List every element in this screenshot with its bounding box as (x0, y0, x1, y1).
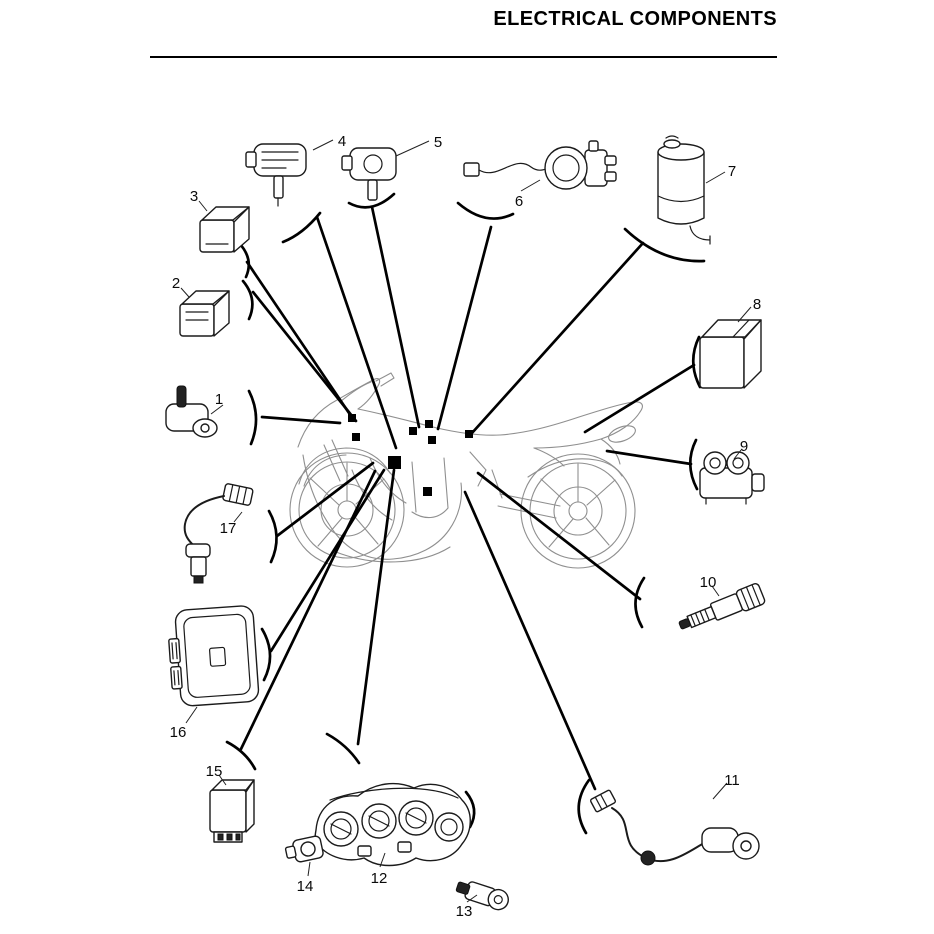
component-label-10: 10 (700, 574, 717, 591)
component-label-8: 8 (753, 296, 761, 313)
component-11-part (590, 789, 760, 866)
component-1-part (165, 385, 218, 438)
component-12-part (314, 782, 471, 867)
component-15-part (209, 779, 255, 843)
label-ticks (180, 139, 752, 903)
component-label-4: 4 (338, 133, 346, 150)
page-title: ELECTRICAL COMPONENTS (493, 8, 777, 30)
component-label-14: 14 (297, 878, 314, 895)
component-7-part (657, 135, 711, 245)
component-label-1: 1 (215, 391, 223, 408)
component-label-6: 6 (515, 193, 523, 210)
component-label-7: 7 (728, 163, 736, 180)
component-label-17: 17 (220, 520, 237, 537)
component-4-part (245, 143, 307, 207)
component-3-part (199, 206, 250, 253)
title-rule (150, 56, 777, 58)
component-6-part (463, 140, 617, 190)
component-label-11: 11 (724, 772, 740, 789)
component-13-part (455, 881, 509, 911)
component-label-9: 9 (740, 438, 748, 455)
component-label-2: 2 (172, 275, 180, 292)
component-label-16: 16 (170, 724, 187, 741)
location-markers (348, 414, 473, 496)
component-label-3: 3 (190, 188, 198, 205)
component-5-part (341, 147, 397, 201)
component-label-5: 5 (434, 134, 442, 151)
component-10-part (678, 583, 766, 630)
component-8-part (699, 319, 762, 389)
component-label-13: 13 (456, 903, 473, 920)
component-16-part (168, 605, 260, 707)
component-14-part (284, 835, 324, 863)
component-17-part (183, 483, 254, 584)
component-label-12: 12 (371, 870, 388, 887)
component-label-15: 15 (206, 763, 223, 780)
component-9-part (699, 451, 765, 505)
component-2-part (179, 290, 230, 337)
component-labels: 1 2 3 4 5 6 7 8 9 10 11 12 13 14 15 16 1… (170, 133, 762, 920)
callout-lines (225, 192, 706, 835)
